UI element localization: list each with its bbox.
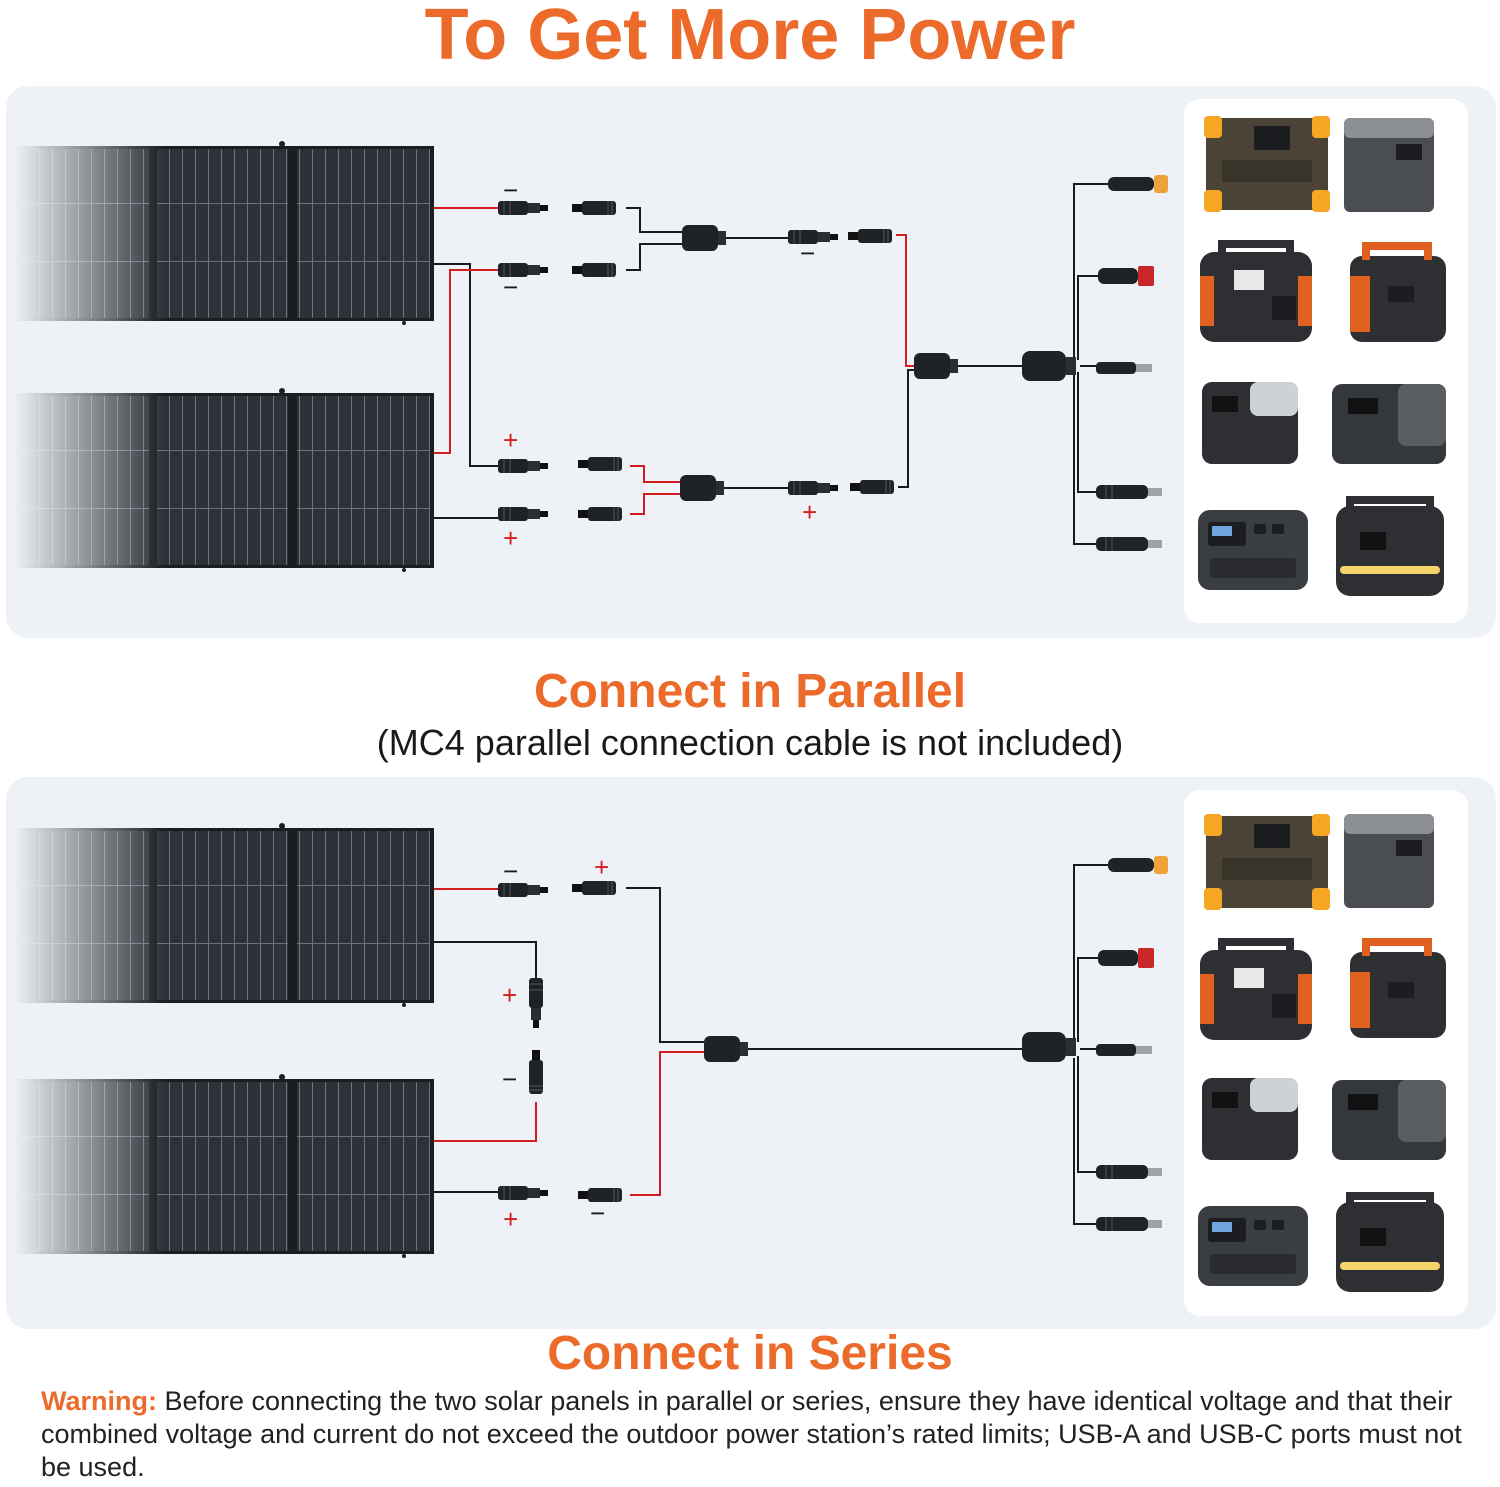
mc4-connector-icon — [850, 480, 894, 494]
branch-connector-icon — [1022, 1032, 1076, 1062]
series-solar-panel-bottom — [14, 1074, 434, 1258]
power-station-icon — [1336, 1196, 1444, 1292]
output-plug-icon — [1098, 266, 1154, 286]
parallel-solar-panel-top — [14, 141, 434, 325]
parallel-power-stations — [1184, 99, 1468, 623]
polarity-plus-label: + — [502, 980, 517, 1010]
warning-label: Warning: — [41, 1386, 157, 1416]
polarity-minus-label: − — [502, 1064, 517, 1094]
mc4-connector-icon — [578, 507, 622, 521]
power-station-icon — [1204, 814, 1330, 910]
warning-body: Before connecting the two solar panels i… — [41, 1386, 1462, 1482]
polarity-minus-label: − — [800, 238, 815, 268]
mc4-connector-icon — [498, 1186, 548, 1200]
branch-connector-icon — [682, 225, 726, 251]
output-plug-icon — [1096, 362, 1152, 374]
solar-panel-icon — [14, 823, 434, 1007]
output-plug-icon — [1096, 485, 1162, 499]
polarity-minus-label: − — [590, 1198, 605, 1228]
solar-panel-icon — [14, 141, 434, 325]
polarity-minus-label: − — [503, 856, 518, 886]
series-solar-panel-top — [14, 823, 434, 1007]
power-station-icon — [1202, 1078, 1298, 1160]
polarity-plus-label: + — [503, 523, 518, 553]
solar-panel-icon — [14, 388, 434, 572]
mc4-connector-icon — [498, 507, 548, 521]
power-station-icon — [1200, 244, 1312, 342]
power-station-icon — [1202, 382, 1298, 464]
power-station-icon — [1332, 1080, 1446, 1160]
polarity-plus-label: + — [503, 425, 518, 455]
branch-connector-icon — [1022, 351, 1076, 381]
mc4-connector-icon — [529, 978, 543, 1028]
mc4-connector-icon — [572, 201, 616, 215]
polarity-plus-label: + — [503, 1204, 518, 1234]
solar-panel-icon — [14, 1074, 434, 1258]
series-connectors — [498, 856, 1168, 1231]
output-plug-icon — [1096, 1044, 1152, 1056]
output-plug-icon — [1098, 948, 1154, 968]
polarity-minus-label: − — [503, 272, 518, 302]
branch-connector-icon — [704, 1036, 748, 1062]
series-power-stations — [1184, 790, 1468, 1316]
series-wires — [434, 865, 1108, 1224]
mc4-connector-icon — [572, 263, 616, 277]
polarity-plus-label: + — [802, 497, 817, 527]
mc4-connector-icon — [848, 229, 892, 243]
output-plug-icon — [1096, 1217, 1162, 1231]
power-station-icon — [1344, 118, 1434, 212]
power-station-icon — [1336, 500, 1444, 596]
power-station-icon — [1332, 384, 1446, 464]
parallel-caption: Connect in Parallel — [0, 664, 1500, 719]
mc4-connector-icon — [529, 1050, 543, 1094]
power-station-icon — [1200, 942, 1312, 1040]
mc4-connector-icon — [572, 881, 616, 895]
parallel-solar-panel-bottom — [14, 388, 434, 572]
mc4-connector-icon — [788, 481, 838, 495]
output-plug-icon — [1108, 175, 1168, 193]
series-caption: Connect in Series — [0, 1326, 1500, 1381]
power-station-icon — [1344, 814, 1434, 908]
power-station-icon — [1198, 1206, 1308, 1286]
mc4-connector-icon — [498, 459, 548, 473]
parallel-wires — [434, 184, 1108, 544]
branch-connector-icon — [680, 475, 724, 501]
series-polarity-labels: − + + − + − — [502, 852, 609, 1234]
power-station-icon — [1198, 510, 1308, 590]
parallel-connectors — [498, 175, 1168, 551]
output-plug-icon — [1108, 856, 1168, 874]
warning-text: Warning: Before connecting the two solar… — [41, 1385, 1481, 1484]
power-station-icon — [1350, 246, 1446, 342]
output-plug-icon — [1096, 537, 1162, 551]
mc4-connector-icon — [578, 457, 622, 471]
branch-connector-icon — [914, 353, 958, 379]
output-plug-icon — [1096, 1165, 1162, 1179]
power-station-icon — [1204, 116, 1330, 212]
polarity-plus-label: + — [594, 852, 609, 882]
polarity-minus-label: − — [503, 175, 518, 205]
parallel-note: (MC4 parallel connection cable is not in… — [0, 722, 1500, 764]
power-station-icon — [1350, 942, 1446, 1038]
